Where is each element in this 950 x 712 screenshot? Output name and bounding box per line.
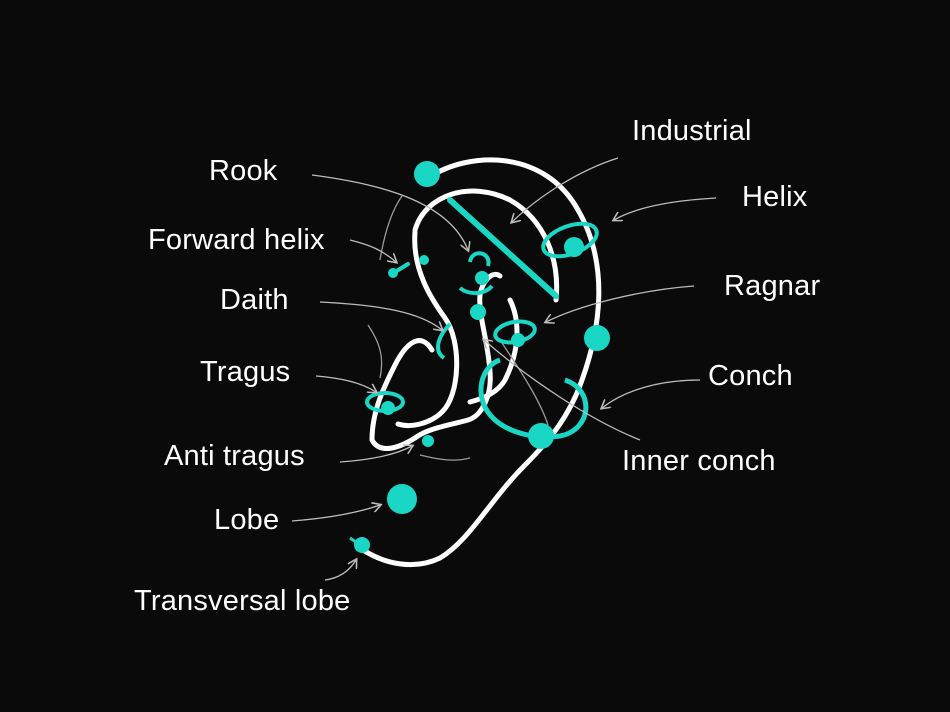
helix-arrow	[614, 197, 717, 220]
label-ragnar: Ragnar	[724, 270, 821, 302]
label-daith: Daith	[220, 284, 289, 316]
rim-ball	[584, 325, 610, 351]
rook-ring-lower	[458, 284, 494, 295]
pointer-arrows	[291, 157, 717, 581]
transversal-lobe-ball	[354, 537, 370, 553]
upper-helix-ball	[414, 161, 440, 187]
outer-rim	[357, 157, 602, 568]
industrial-arrow	[512, 157, 619, 222]
helix-ball	[564, 237, 584, 257]
label-anti-tragus: Anti tragus	[164, 440, 305, 472]
ragnar-arrow	[546, 285, 695, 322]
forward-helix-stud-2	[419, 255, 429, 265]
anti-tragus-arrow	[339, 446, 412, 463]
rook-ball	[475, 271, 489, 285]
label-helix: Helix	[742, 181, 808, 213]
inner-rim	[412, 188, 560, 303]
inner-conch-ball	[528, 423, 554, 449]
daith-ball	[470, 304, 486, 320]
label-transversal-lobe: Transversal lobe	[134, 585, 351, 617]
rook-ring	[468, 251, 491, 267]
forward-helix-stud-1	[388, 268, 398, 278]
ear-outline	[357, 157, 602, 568]
rook-arrow	[311, 174, 468, 250]
transversal-lobe-bar	[349, 536, 357, 544]
label-inner-conch: Inner conch	[622, 445, 776, 477]
transversal-lobe-arrow	[324, 560, 356, 581]
inner-conch-arrow	[484, 340, 641, 441]
ragnar-ball	[511, 333, 525, 347]
label-tragus: Tragus	[200, 356, 291, 388]
daith-arrow	[319, 301, 442, 330]
tragus-ball	[381, 401, 395, 415]
conch-ring	[478, 357, 589, 440]
industrial-bar	[447, 197, 559, 299]
lobe-arrow	[291, 505, 380, 522]
forward-helix-arrow	[349, 239, 396, 262]
label-industrial: Industrial	[632, 115, 752, 147]
antihelix	[395, 229, 460, 428]
jewelry	[349, 161, 610, 553]
label-forward-helix: Forward helix	[148, 224, 325, 256]
anti-tragus-stud	[422, 435, 434, 447]
tragus-arrow	[315, 375, 376, 392]
label-conch: Conch	[708, 360, 793, 392]
conch-arrow	[602, 379, 701, 408]
lobe-ball	[387, 484, 417, 514]
label-rook: Rook	[209, 155, 278, 187]
daith-ring	[436, 322, 452, 360]
tragus-outline	[369, 272, 503, 451]
label-lobe: Lobe	[214, 504, 280, 536]
